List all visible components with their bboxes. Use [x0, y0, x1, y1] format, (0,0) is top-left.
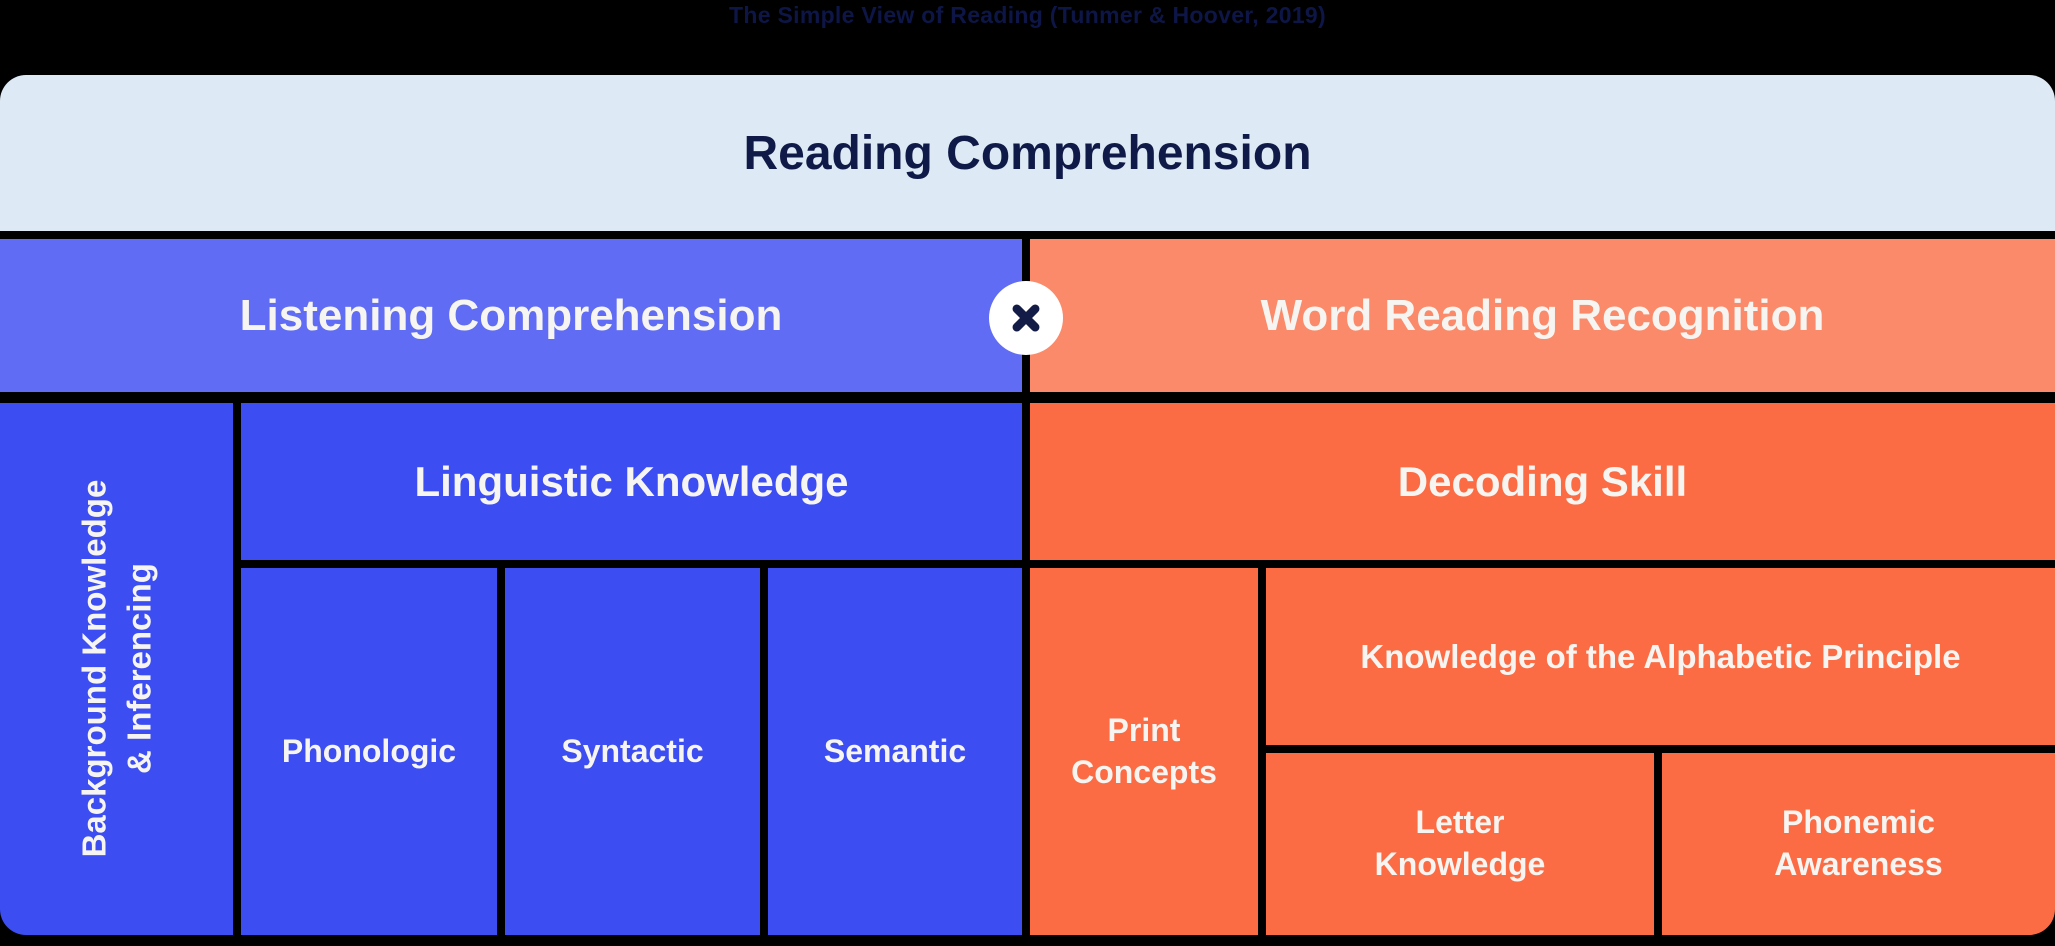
background-knowledge-line2: & Inferencing: [119, 563, 157, 775]
listening-comprehension-label: Listening Comprehension: [239, 290, 783, 340]
phonologic-label: Phonologic: [281, 733, 457, 769]
box-background-knowledge-inferencing: Background Knowledge & Inferencing: [0, 403, 233, 935]
linguistic-knowledge-label: Linguistic Knowledge: [414, 457, 849, 505]
diagram-card: Reading Comprehension Listening Comprehe…: [0, 75, 2055, 935]
diagram-title: The Simple View of Reading (Tunmer & Hoo…: [729, 2, 1326, 28]
phonemic-awareness-label: Phonemic Awareness: [1774, 802, 1942, 885]
decoding-skill-label: Decoding Skill: [1397, 457, 1688, 505]
box-listening-comprehension: Listening Comprehension: [0, 239, 1022, 392]
phonemic-awareness-line2: Awareness: [1774, 846, 1943, 882]
box-linguistic-knowledge: Linguistic Knowledge: [241, 403, 1022, 560]
background-knowledge-line1: Background Knowledge: [74, 480, 112, 858]
box-word-reading-recognition: Word Reading Recognition: [1030, 239, 2055, 392]
box-print-concepts: Print Concepts: [1030, 568, 1258, 935]
box-phonologic: Phonologic: [241, 568, 497, 935]
phonemic-awareness-line1: Phonemic: [1782, 804, 1935, 841]
letter-knowledge-line2: Knowledge: [1374, 846, 1546, 882]
letter-knowledge-label: Letter Knowledge: [1375, 802, 1546, 885]
multiply-icon: [1012, 304, 1040, 332]
box-reading-comprehension: Reading Comprehension: [0, 75, 2055, 231]
letter-knowledge-line1: Letter: [1415, 804, 1505, 841]
box-letter-knowledge: Letter Knowledge: [1266, 753, 1654, 935]
word-reading-recognition-label: Word Reading Recognition: [1260, 290, 1825, 340]
print-concepts-line2: Concepts: [1071, 753, 1217, 790]
box-alphabetic-principle: Knowledge of the Alphabetic Principle: [1266, 568, 2055, 745]
multiply-operator-badge: ✕: [989, 281, 1063, 355]
print-concepts-line1: Print: [1107, 711, 1181, 748]
box-phonemic-awareness: Phonemic Awareness: [1662, 753, 2055, 935]
box-semantic: Semantic: [768, 568, 1022, 935]
box-syntactic: Syntactic: [505, 568, 760, 935]
alphabetic-principle-label: Knowledge of the Alphabetic Principle: [1360, 637, 1961, 675]
semantic-label: Semantic: [823, 733, 967, 769]
reading-comprehension-label: Reading Comprehension: [743, 126, 1312, 180]
syntactic-label: Syntactic: [561, 733, 704, 769]
box-decoding-skill: Decoding Skill: [1030, 403, 2055, 560]
background-knowledge-label: Background Knowledge & Inferencing: [72, 480, 161, 858]
print-concepts-label: Print Concepts: [1071, 710, 1217, 793]
